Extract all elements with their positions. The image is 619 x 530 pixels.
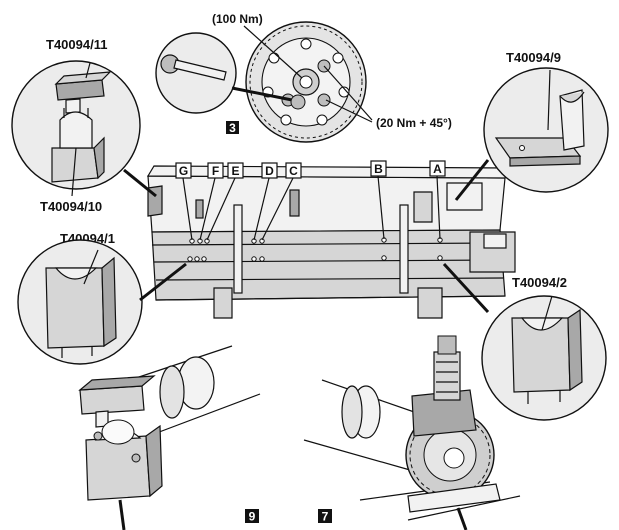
letter-b: B: [370, 160, 387, 240]
sprocket-detail: (100 Nm) (20 Nm + 45°) 3: [212, 12, 452, 143]
bubble-t40094-2: T40094/2: [442, 262, 607, 421]
letter-e-text: E: [231, 164, 239, 178]
callout-3: 3: [229, 121, 236, 135]
label-t40094-9: T40094/9: [506, 50, 561, 65]
letter-a: A: [429, 160, 446, 240]
locking-pin-bubble: [155, 32, 306, 114]
label-t40094-10: T40094/10: [40, 199, 102, 214]
torque-outer-bolts: (20 Nm + 45°): [376, 116, 452, 130]
bubble-t40094-10-11: T40094/11 T40094/10: [11, 37, 157, 214]
letter-f: F: [199, 162, 224, 241]
letter-f-text: F: [212, 164, 219, 178]
letter-c: C: [261, 162, 302, 241]
gear-wrench-detail: 7: [303, 335, 521, 530]
camshaft-housing: [146, 165, 516, 319]
letter-a-text: A: [433, 162, 442, 176]
label-t40094-11: T40094/11: [46, 37, 107, 52]
letter-c-text: C: [289, 164, 298, 178]
letter-e: E: [206, 162, 244, 241]
letter-g: G: [175, 162, 193, 241]
label-t40094-2: T40094/2: [512, 275, 567, 290]
letter-b-text: B: [374, 162, 383, 176]
bubble-t40094-1: T40094/1: [17, 231, 187, 365]
bubble-t40094-9: T40094/9: [454, 50, 609, 201]
position-letters: G F E D C B A: [175, 160, 446, 241]
torque-center-bolt: (100 Nm): [212, 12, 263, 26]
letter-g-text: G: [179, 164, 188, 178]
letter-d-text: D: [265, 164, 274, 178]
callout-9: 9: [249, 510, 256, 524]
bearing-cap-detail: 9: [78, 345, 261, 530]
letter-d: D: [253, 162, 278, 241]
callout-7: 7: [322, 510, 329, 524]
